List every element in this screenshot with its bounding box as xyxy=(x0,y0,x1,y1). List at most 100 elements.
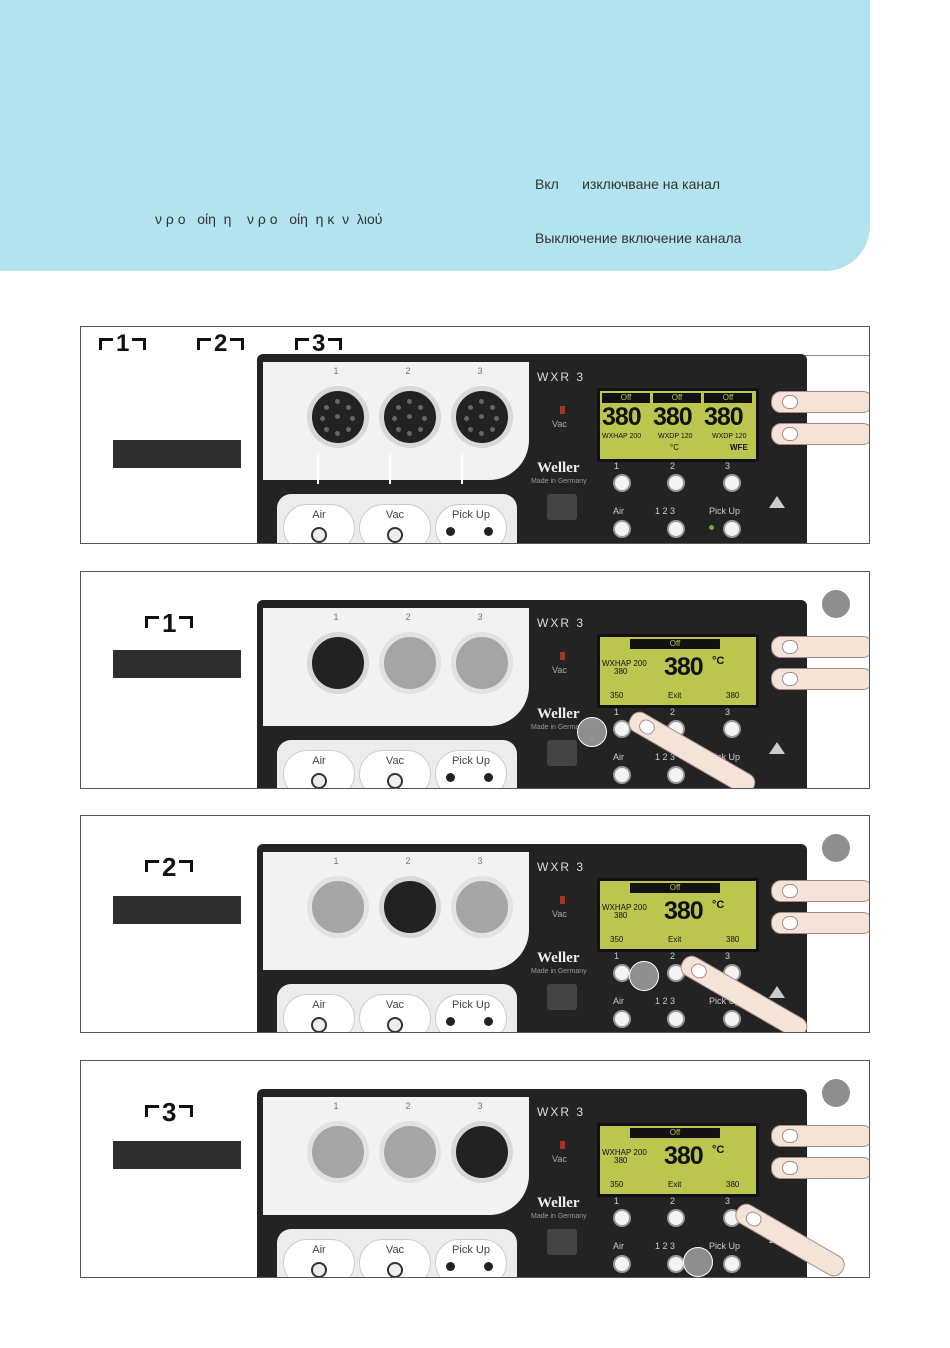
power-button[interactable] xyxy=(547,984,577,1010)
power-button[interactable] xyxy=(547,740,577,766)
made-in-label: Made in Germany xyxy=(531,968,587,975)
channel-3-button[interactable] xyxy=(723,474,741,492)
lower-channels-label: 1 2 3 xyxy=(655,506,676,516)
lcd-unit: °C xyxy=(670,443,679,452)
finger-icon xyxy=(771,391,869,413)
vac-button[interactable]: Vac xyxy=(359,1239,431,1277)
air-small-button[interactable] xyxy=(613,1010,631,1028)
socket-2 xyxy=(379,1121,441,1183)
esd-warning-icon xyxy=(769,986,785,998)
brand-logo: Weller xyxy=(537,460,580,476)
channel-3-button[interactable] xyxy=(723,720,741,738)
tab-channel-2: 2 xyxy=(197,330,245,358)
vac-indicator-label: Vac xyxy=(552,419,567,429)
vac-led xyxy=(560,406,565,414)
finger-icon xyxy=(771,423,869,445)
label-box xyxy=(113,440,241,468)
lcd-status-2: Off xyxy=(653,393,701,403)
lcd-tool-1: WXHAP 200 xyxy=(602,433,642,440)
channel-1-button[interactable] xyxy=(613,1209,631,1227)
channel-2-button[interactable] xyxy=(667,1209,685,1227)
socket-plate: 1 2 3 xyxy=(263,362,529,480)
tab-channel-3: 3 xyxy=(295,330,343,358)
vac-indicator-label: Vac xyxy=(552,665,567,675)
channel-1-button[interactable] xyxy=(613,474,631,492)
lcd-temp-1: 380 xyxy=(602,403,642,431)
ch-label-1: 1 xyxy=(614,461,620,471)
channel-label: 2 xyxy=(145,852,194,883)
step-marker xyxy=(822,590,850,618)
pickup-small-button[interactable] xyxy=(723,1010,741,1028)
pickup-button[interactable]: Pick Up xyxy=(435,504,507,543)
lcd-display: Off Off Off 380 380 380 WXHAP 200 WXDP 1… xyxy=(597,388,759,462)
lcd-display: Off WXHAP 200 380 380 °C 350 Exit 380 xyxy=(597,878,759,952)
brand-logo: Weller xyxy=(537,1195,580,1211)
finger-icon xyxy=(771,668,869,690)
lcd-softkey-center: Exit xyxy=(668,691,682,700)
header-right-text-1: Вкл изключване на канал xyxy=(535,176,721,192)
lcd-softkey-right: 380 xyxy=(726,691,740,700)
tab-channel-1: 1 xyxy=(99,330,147,358)
ch-label-2: 2 xyxy=(670,461,676,471)
all-channels-button[interactable] xyxy=(667,1010,685,1028)
lcd-display: Off WXHAP 200 380 380 °C 350 Exit 380 xyxy=(597,1123,759,1197)
socket-3: 3 xyxy=(447,366,513,448)
lcd-status-3: Off xyxy=(704,393,752,403)
model-label: WXR 3 xyxy=(537,1105,586,1119)
ch-label-3: 3 xyxy=(725,461,731,471)
air-button[interactable]: Air xyxy=(283,504,355,543)
step-marker xyxy=(822,834,850,862)
socket-1 xyxy=(307,876,369,938)
socket-1: 1 xyxy=(303,366,369,448)
channel-tabs: 1 2 3 xyxy=(99,330,369,360)
header-right-text-2: Выключение включение канала xyxy=(535,230,742,246)
label-box xyxy=(113,896,241,924)
air-small-button[interactable] xyxy=(613,766,631,784)
pickup-button[interactable]: Pick Up xyxy=(435,1239,507,1277)
lcd-tool-temp: 380 xyxy=(614,667,628,676)
model-label: WXR 3 xyxy=(537,616,586,630)
vac-indicator-label: Vac xyxy=(552,1154,567,1164)
esd-warning-icon xyxy=(769,742,785,754)
lower-pickup-label: Pick Up xyxy=(709,506,741,516)
air-small-button[interactable] xyxy=(613,520,631,538)
air-small-button[interactable] xyxy=(613,1255,631,1273)
air-button[interactable]: Air xyxy=(283,750,355,788)
power-button[interactable] xyxy=(547,494,577,520)
lcd-tool: WXHAP 200 xyxy=(602,659,647,668)
pickup-small-button[interactable] xyxy=(723,1255,741,1273)
status-led xyxy=(709,525,714,530)
station-front: 1 2 3 Air Vac Pick Up WXR 3 Vac Weller M… xyxy=(257,354,807,543)
finger-icon xyxy=(771,1125,869,1147)
label-box xyxy=(113,1141,241,1169)
lcd-temp-2: 380 xyxy=(653,403,693,431)
vac-button[interactable]: Vac xyxy=(359,994,431,1032)
air-button[interactable]: Air xyxy=(283,1239,355,1277)
header-band: ν ρ ο οίη η ν ρ ο οίη η κ ν λιού Вкл изк… xyxy=(0,0,870,271)
finger-icon xyxy=(771,880,869,902)
channel-2-button[interactable] xyxy=(667,474,685,492)
pickup-button[interactable]: Pick Up xyxy=(435,750,507,788)
lcd-display: Off WXHAP 200 380 380 °C 350 Exit 380 xyxy=(597,634,759,708)
panel-overview: 1 2 3 1 2 3 Air Vac Pick Up WXR 3 Vac We… xyxy=(80,326,870,544)
socket-3 xyxy=(451,632,513,694)
vac-button[interactable]: Vac xyxy=(359,504,431,543)
pickup-small-button[interactable] xyxy=(723,520,741,538)
socket-3 xyxy=(451,1121,513,1183)
press-marker xyxy=(577,717,607,747)
lcd-unit: °C xyxy=(712,655,725,667)
air-button[interactable]: Air xyxy=(283,994,355,1032)
label-box xyxy=(113,650,241,678)
power-button[interactable] xyxy=(547,1229,577,1255)
made-in-label: Made in Germany xyxy=(531,724,587,731)
brand-logo: Weller xyxy=(537,706,580,722)
lcd-tool-2: WXDP 120 xyxy=(658,433,693,440)
socket-1 xyxy=(307,632,369,694)
pickup-button[interactable]: Pick Up xyxy=(435,994,507,1032)
finger-icon xyxy=(771,1157,869,1179)
all-channels-button[interactable] xyxy=(667,766,685,784)
lcd-temp-3: 380 xyxy=(704,403,744,431)
vac-button[interactable]: Vac xyxy=(359,750,431,788)
lcd-flag: WFE xyxy=(730,443,748,452)
all-channels-button[interactable] xyxy=(667,520,685,538)
